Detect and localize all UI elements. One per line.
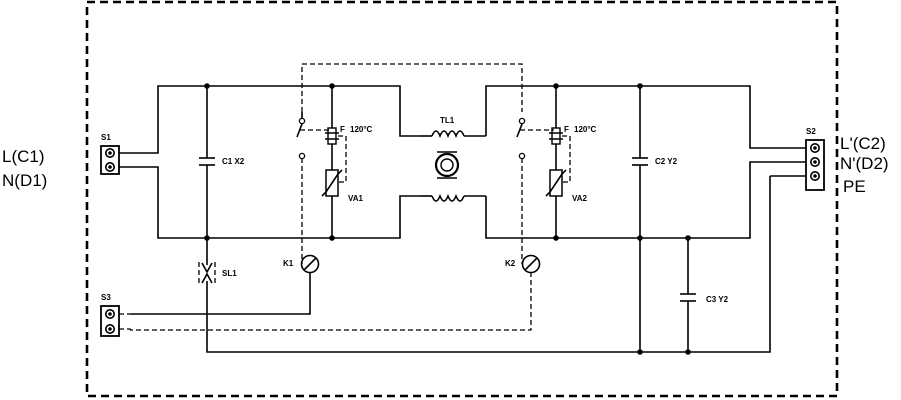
label-s3: S3	[101, 293, 111, 302]
label-s2: S2	[806, 127, 816, 136]
label-sl1: SL1	[222, 269, 237, 278]
label-k1: K1	[283, 259, 294, 268]
capacitor-c3	[680, 235, 696, 355]
left-protection	[130, 83, 420, 315]
connector-s3	[100, 305, 131, 337]
label-tl1: TL1	[440, 116, 455, 125]
label-output-pe: PE	[843, 177, 866, 196]
label-fuse-left-rating: 120°C	[350, 125, 373, 134]
label-input-line: L(C1)	[2, 147, 45, 166]
label-input-neutral: N(D1)	[2, 171, 47, 190]
label-fuse-right: F	[564, 125, 569, 134]
wire-line-in	[119, 85, 302, 154]
label-fuse-left: F	[340, 125, 345, 134]
label-output-line: L'(C2)	[840, 134, 886, 153]
label-c2: C2 Y2	[655, 157, 678, 166]
label-c3: C3 Y2	[706, 295, 729, 304]
common-mode-choke-tl1	[420, 130, 486, 202]
aux-contact-link	[301, 63, 523, 112]
label-c1: C1 X2	[222, 157, 245, 166]
label-fuse-right-rating: 120°C	[574, 125, 597, 134]
connector-s2	[770, 139, 825, 191]
spark-gap-sl1	[198, 176, 771, 353]
wire-neutral-in	[119, 166, 302, 239]
label-va1: VA1	[348, 194, 364, 203]
connector-s1	[100, 145, 120, 175]
capacitor-c1	[199, 83, 215, 241]
label-va2: VA2	[572, 194, 588, 203]
right-protection	[130, 83, 806, 331]
capacitor-c2	[632, 83, 648, 355]
label-s1: S1	[101, 133, 111, 142]
label-output-neutral: N'(D2)	[840, 154, 889, 173]
label-k2: K2	[505, 259, 516, 268]
